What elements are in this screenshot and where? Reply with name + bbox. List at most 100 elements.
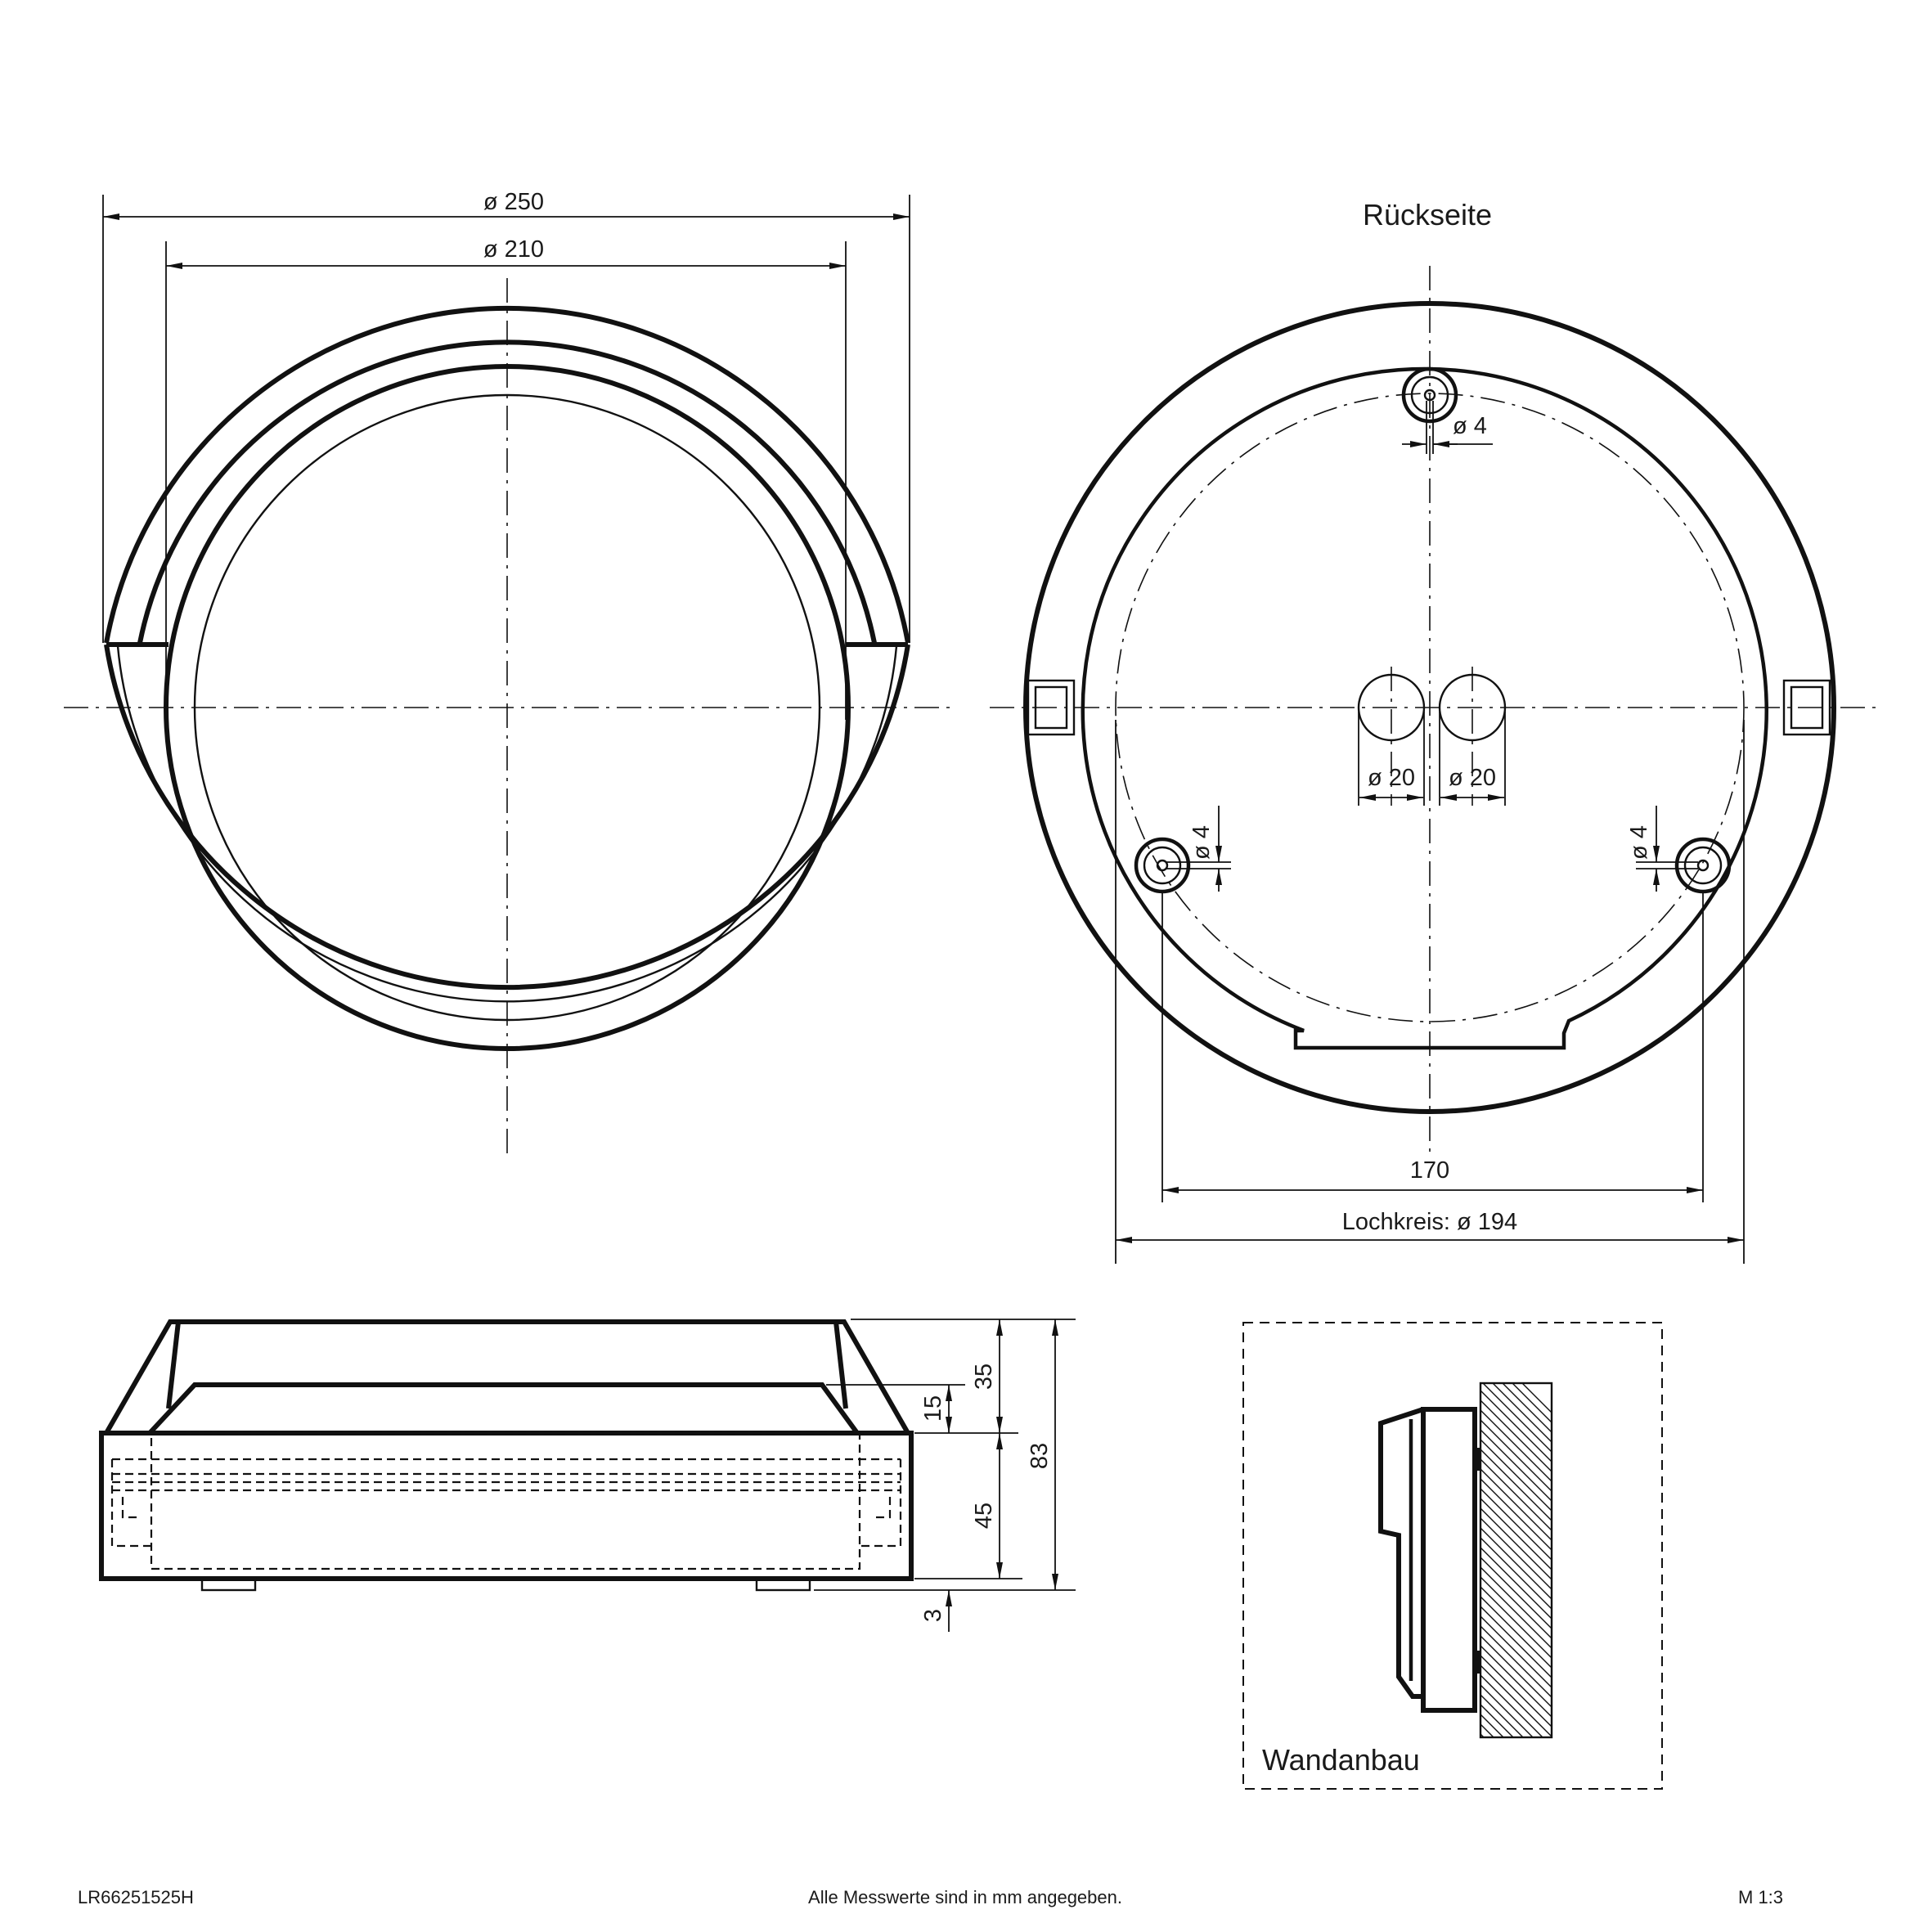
wall-hatch-line bbox=[1480, 1478, 1552, 1551]
wall-hatch-line bbox=[1480, 1694, 1524, 1737]
side-view: 35 15 83 45 3 bbox=[99, 1319, 1076, 1632]
wall-hatch-line bbox=[1480, 1409, 1552, 1482]
front-ring-arc-top bbox=[137, 339, 877, 644]
side-diffuser-edges-r bbox=[833, 1321, 848, 1409]
wall-hatch-line bbox=[1480, 1655, 1552, 1728]
side-hidden-clip-right bbox=[860, 1459, 902, 1548]
wall-hatch-line bbox=[1480, 1744, 1552, 1815]
screw-hole-left bbox=[1134, 837, 1191, 894]
unit-note: Alle Messwerte sind in mm angegeben. bbox=[808, 1887, 1122, 1907]
side-hidden-clip-left bbox=[110, 1459, 151, 1548]
wall-hatch-line bbox=[1480, 1547, 1552, 1620]
wall-hatch-line bbox=[1480, 1439, 1552, 1512]
wall-hatch-line bbox=[1512, 1383, 1552, 1423]
side-top-outline bbox=[104, 1319, 910, 1435]
wall-hatch-line bbox=[1480, 1635, 1552, 1708]
wall-hatch-line bbox=[1480, 1714, 1504, 1737]
screw-hole-top bbox=[1401, 366, 1458, 424]
dim-label-hole-right: ø 4 bbox=[1626, 825, 1652, 860]
dim-label-diameter-210: ø 210 bbox=[483, 236, 544, 263]
dim-label-diameter-250: ø 250 bbox=[483, 189, 544, 215]
wall-hatch-line bbox=[1480, 1645, 1552, 1718]
wall-hatch-line bbox=[1480, 1684, 1534, 1737]
side-foot-left bbox=[200, 1577, 257, 1592]
side-body bbox=[99, 1431, 914, 1581]
wall-hatch-line bbox=[1480, 1488, 1552, 1561]
screw-hole-right bbox=[1674, 837, 1732, 894]
mounted-luminaire-body bbox=[1421, 1407, 1477, 1713]
wall-hatch-line bbox=[1480, 1615, 1552, 1688]
wall-hatch-line bbox=[1480, 1419, 1552, 1492]
rear-view: Rückseite bbox=[990, 198, 1881, 1264]
wall-hatch-line bbox=[1480, 1468, 1552, 1541]
mounting-bracket-bottom bbox=[1475, 1651, 1480, 1674]
wall-hatch-line bbox=[1480, 1665, 1552, 1737]
wall-hatch-line bbox=[1480, 1606, 1552, 1678]
wall-hatch-line bbox=[1480, 1390, 1552, 1462]
footer: LR66251525H Alle Messwerte sind in mm an… bbox=[78, 1887, 1783, 1907]
front-outer-inner-line bbox=[116, 645, 898, 1003]
wall-hatch-line bbox=[1480, 1625, 1552, 1698]
wall-hatch-line bbox=[1480, 1793, 1552, 1864]
wall-hatch-line bbox=[1492, 1383, 1552, 1443]
article-number: LR66251525H bbox=[78, 1887, 194, 1907]
wall-hatch-line bbox=[1480, 1723, 1494, 1737]
wall-hatch-line bbox=[1480, 1527, 1552, 1600]
wall-hatch-line bbox=[1480, 1586, 1552, 1659]
rear-outer-circle bbox=[1023, 301, 1836, 1114]
wall-hatch-line bbox=[1502, 1383, 1552, 1433]
side-cover bbox=[147, 1382, 860, 1436]
wall-hatch-line bbox=[1480, 1507, 1552, 1580]
side-diffuser-edges bbox=[166, 1321, 181, 1409]
dim-label-hole-left: ø 4 bbox=[1188, 825, 1215, 860]
front-outer-arc-top bbox=[104, 305, 910, 644]
wall-hatch-line bbox=[1480, 1537, 1552, 1610]
mounting-frame bbox=[1242, 1322, 1663, 1790]
wall-hatch-line bbox=[1480, 1566, 1552, 1639]
mounting-view: Wandanbau bbox=[1242, 1322, 1663, 1864]
wall bbox=[1479, 1382, 1553, 1739]
side-hidden-inner bbox=[150, 1431, 861, 1570]
wall-hatch-line bbox=[1480, 1596, 1552, 1669]
wall-hatch-line bbox=[1480, 1704, 1514, 1737]
front-lens bbox=[193, 393, 821, 1022]
rear-clip-left bbox=[1027, 679, 1076, 736]
dim-label-15: 15 bbox=[920, 1395, 946, 1422]
wall-hatch-line bbox=[1480, 1773, 1552, 1844]
mounted-luminaire-cover bbox=[1378, 1407, 1424, 1699]
scale: M 1:3 bbox=[1738, 1887, 1783, 1907]
wall-hatch-line bbox=[1480, 1764, 1552, 1835]
rear-hole-circle bbox=[1115, 393, 1745, 1022]
wall-hatch-line bbox=[1480, 1557, 1552, 1629]
side-foot-right bbox=[755, 1577, 811, 1592]
wall-hatch-line bbox=[1480, 1674, 1543, 1737]
dim-label-45: 45 bbox=[971, 1503, 997, 1529]
dim-label-170: 170 bbox=[1410, 1157, 1449, 1184]
wall-hatch-line bbox=[1480, 1517, 1552, 1590]
wall-hatch-line bbox=[1482, 1383, 1552, 1453]
wall-hatch-line bbox=[1480, 1449, 1552, 1521]
dim-label-cable-right: ø 20 bbox=[1449, 765, 1496, 791]
wall-hatch-line bbox=[1480, 1458, 1552, 1531]
dim-label-35: 35 bbox=[971, 1364, 997, 1390]
front-view: ø 250 ø 210 bbox=[64, 189, 957, 1153]
wall-hatch-line bbox=[1480, 1429, 1552, 1502]
wall-hatch-line bbox=[1521, 1383, 1552, 1413]
wall-hatch-line bbox=[1480, 1498, 1552, 1570]
mounting-view-title: Wandanbau bbox=[1262, 1743, 1420, 1777]
rear-view-title: Rückseite bbox=[1363, 198, 1492, 231]
wall-hatch-line bbox=[1480, 1576, 1552, 1649]
dim-label-hole-top: ø 4 bbox=[1453, 413, 1487, 439]
mounting-bracket-top bbox=[1475, 1448, 1480, 1471]
dim-label-hole-circle: Lochkreis: ø 194 bbox=[1342, 1209, 1517, 1235]
rear-clip-right bbox=[1782, 679, 1831, 736]
dim-label-83: 83 bbox=[1027, 1443, 1053, 1469]
wall-hatching bbox=[1480, 1383, 1552, 1864]
dim-label-cable-left: ø 20 bbox=[1368, 765, 1415, 791]
wall-hatch-line bbox=[1480, 1733, 1485, 1737]
dim-label-3: 3 bbox=[920, 1609, 946, 1622]
wall-hatch-line bbox=[1480, 1783, 1552, 1854]
rear-inner-contour bbox=[1081, 366, 1768, 1050]
wall-hatch-line bbox=[1480, 1400, 1552, 1472]
